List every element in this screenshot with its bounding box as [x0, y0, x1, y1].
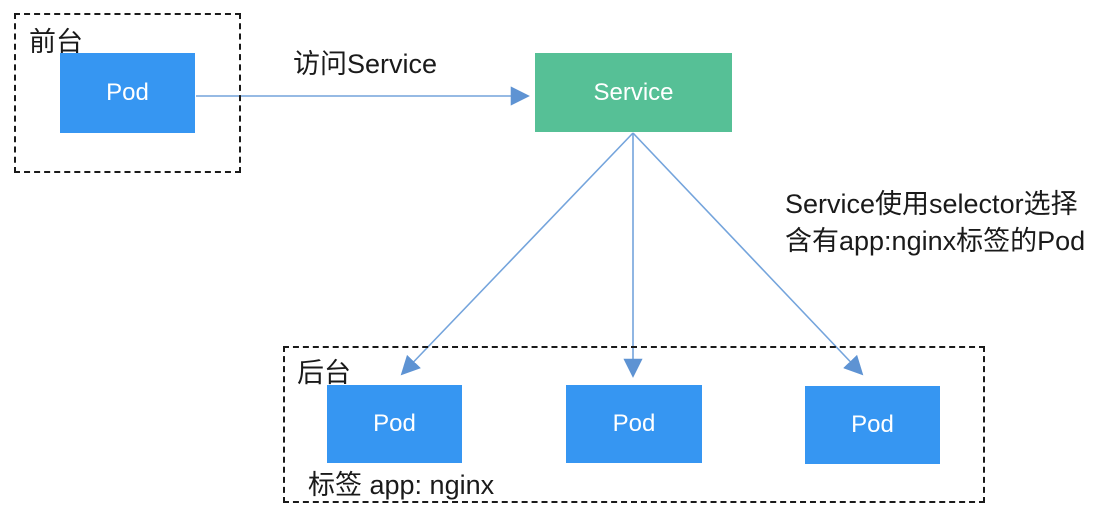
backend-group-box: 后台: [283, 346, 985, 503]
backend-group-label: 后台: [297, 358, 351, 388]
service-label: Service: [593, 78, 674, 106]
pod-selector-label: 标签 app: nginx: [308, 470, 495, 500]
backend-pod-label: Pod: [373, 410, 416, 437]
backend-pod-node: Pod: [805, 386, 940, 464]
access-arrow-label: 访问Service: [293, 49, 438, 79]
backend-pod-label: Pod: [612, 410, 656, 437]
service-to-pod-left-arrow: [400, 132, 634, 376]
frontend-group-box: 前台: [14, 13, 241, 173]
service-node: Service: [535, 53, 732, 132]
backend-pod-label: Pod: [851, 411, 894, 438]
selector-annotation-line2: 含有app:nginx标签的Pod: [785, 226, 1086, 256]
backend-pod-node: Pod: [327, 385, 462, 463]
backend-pod-node: Pod: [566, 385, 702, 463]
selector-annotation: Service使用selector选择 含有app:nginx标签的Pod: [785, 186, 1085, 260]
frontend-group-label: 前台: [29, 27, 83, 57]
selector-annotation-line1: Service使用selector选择: [785, 189, 1078, 219]
frontend-pod-label: Pod: [106, 79, 149, 106]
frontend-pod-node: Pod: [60, 53, 195, 133]
